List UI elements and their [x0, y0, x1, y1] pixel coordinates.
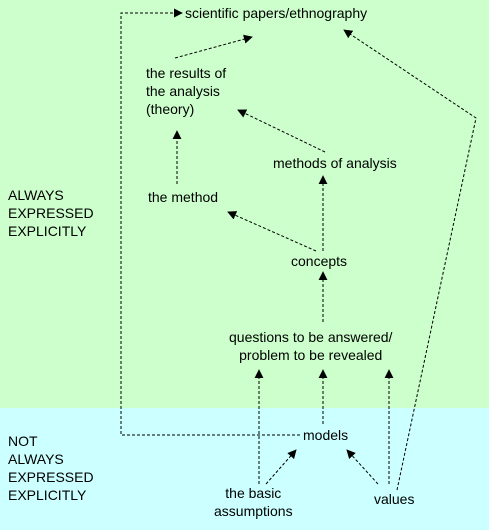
- explicit-zone: [0, 0, 489, 408]
- node-the-method: the method: [148, 189, 219, 205]
- edge-values-models: [346, 449, 379, 485]
- edge-models-papers: [120, 8, 300, 436]
- edge-methodsanalysis-results: [237, 109, 326, 153]
- edge-results-papers: [174, 34, 253, 59]
- node-questions: questions to be answered/ problem to be …: [229, 329, 393, 363]
- node-values: values: [374, 491, 415, 507]
- node-results-of-analysis: the results of the analysis (theory): [146, 65, 227, 117]
- edge-concepts-method: [227, 211, 317, 252]
- node-scientific-papers: scientific papers/ethnography: [185, 5, 368, 21]
- explicit-zone-label: ALWAYS EXPRESSED EXPLICITLY: [8, 187, 94, 239]
- node-basic-assumptions: the basic assumptions: [214, 485, 293, 519]
- implicit-zone: [0, 408, 489, 530]
- implicit-zone-label: NOT ALWAYS EXPRESSED EXPLICITLY: [8, 433, 94, 503]
- node-models: models: [303, 427, 349, 443]
- edge-values-papers: [343, 29, 477, 491]
- edge-assumptions-models: [265, 449, 297, 485]
- node-methods-of-analysis: methods of analysis: [273, 155, 397, 171]
- node-concepts: concepts: [291, 253, 348, 269]
